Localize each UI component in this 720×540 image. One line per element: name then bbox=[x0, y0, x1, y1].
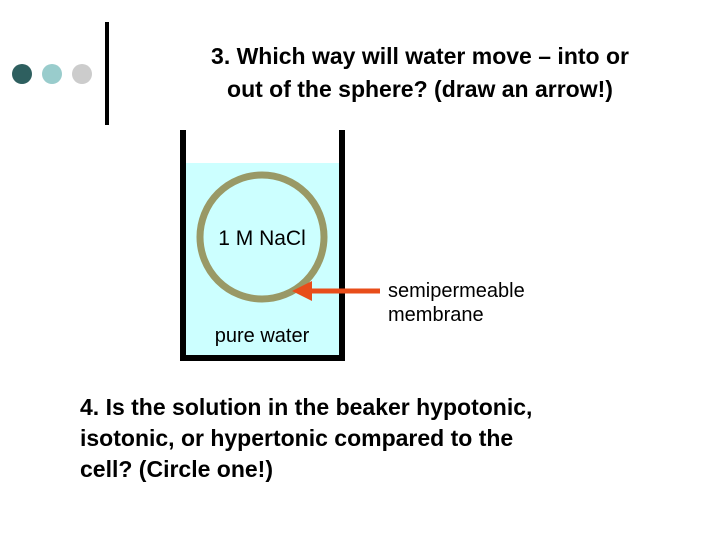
bullet-dots bbox=[12, 64, 98, 84]
membrane-label-line-2: membrane bbox=[388, 304, 484, 326]
bullet-dot-teal bbox=[42, 64, 62, 84]
bullet-dot-gray bbox=[72, 64, 92, 84]
title-divider bbox=[105, 22, 109, 125]
question-4-line-2: isotonic, or hypertonic compared to the bbox=[80, 425, 514, 451]
osmosis-diagram: 1 M NaCl pure water semipermeable membra… bbox=[180, 130, 525, 361]
beaker-water bbox=[184, 163, 340, 358]
beaker-label: pure water bbox=[215, 325, 310, 347]
question-4-line-1: 4. Is the solution in the beaker hypoton… bbox=[80, 394, 533, 420]
question-4: 4. Is the solution in the beaker hypoton… bbox=[80, 392, 700, 485]
sphere-label: 1 M NaCl bbox=[218, 227, 306, 250]
question-3: 3. Which way will water move – into or o… bbox=[140, 40, 700, 106]
membrane-label-line-1: semipermeable bbox=[388, 280, 525, 302]
question-4-line-3: cell? (Circle one!) bbox=[80, 456, 273, 482]
bullet-dot-dark bbox=[12, 64, 32, 84]
sphere-membrane bbox=[196, 171, 328, 303]
question-3-line-2: out of the sphere? (draw an arrow!) bbox=[227, 76, 613, 102]
question-3-line-1: 3. Which way will water move – into or bbox=[211, 43, 629, 69]
beaker bbox=[180, 130, 345, 361]
